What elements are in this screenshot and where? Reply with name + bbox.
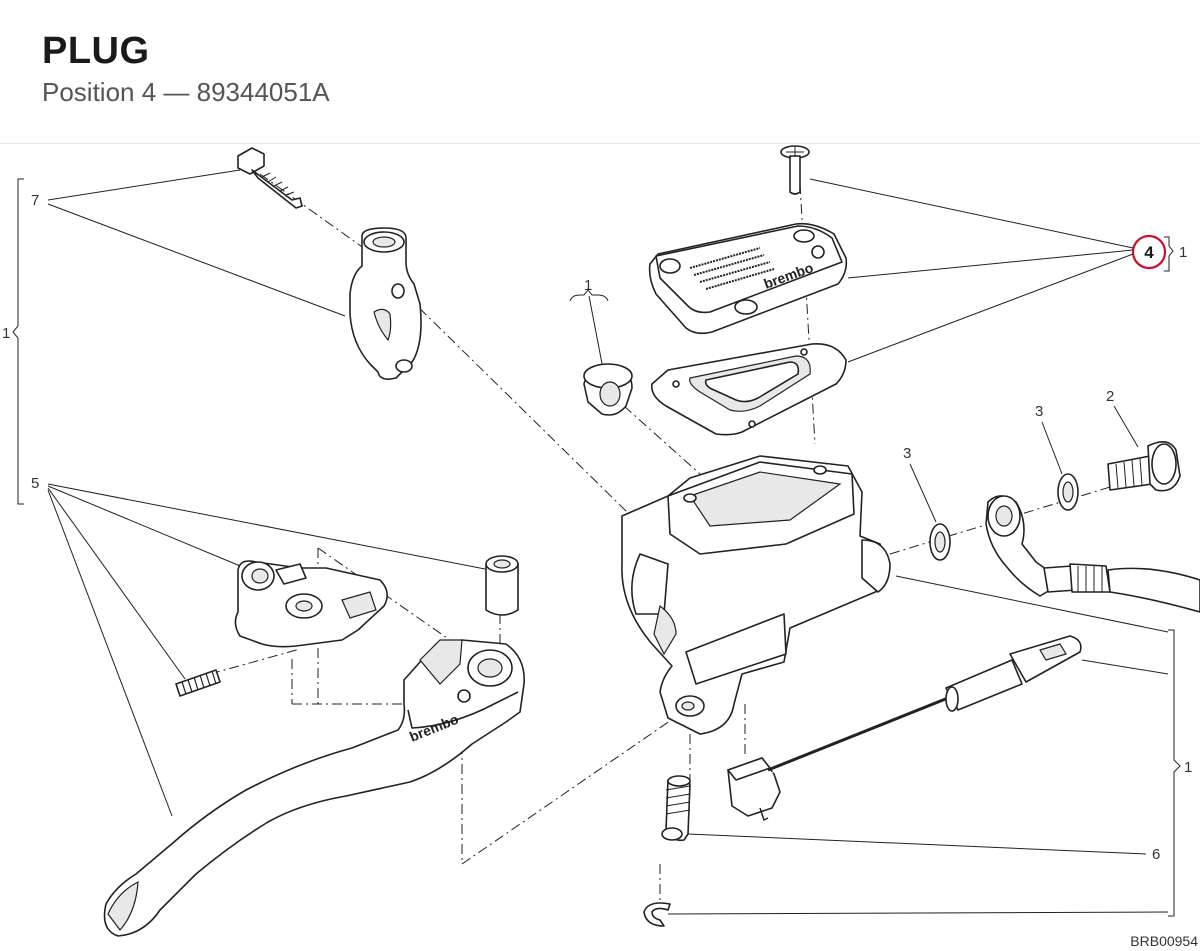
leader-switch	[1081, 659, 1169, 675]
adjuster-spring[interactable]	[175, 669, 221, 697]
master-cylinder-body[interactable]	[621, 455, 891, 735]
right-lower-bracket	[1168, 629, 1181, 917]
callout-1-left[interactable]: 1	[2, 325, 10, 342]
reservoir-cap[interactable]: brembo	[648, 222, 848, 335]
banjo-bolt-2[interactable]	[1107, 441, 1181, 492]
leader-5-b	[47, 485, 246, 569]
exploded-parts-diagram: 1 1 1 4 7 5 1 3 3 2 6	[0, 144, 1200, 951]
leader-4-to-gasket	[847, 253, 1134, 363]
page-header: PLUG Position 4 — 89344051A	[0, 0, 1200, 144]
highlight-ring-position-4[interactable]	[1131, 234, 1167, 270]
leader-circlip	[667, 911, 1169, 915]
axis-spring	[209, 648, 301, 675]
leader-1-plug	[588, 295, 605, 375]
handlebar-clamp[interactable]	[349, 227, 422, 380]
leader-7-b	[47, 203, 346, 317]
page-title: PLUG	[42, 30, 150, 72]
callout-5[interactable]: 5	[31, 475, 39, 492]
reservoir-gasket[interactable]	[650, 343, 847, 436]
callout-3-right[interactable]: 3	[1035, 403, 1043, 420]
leader-7-a	[47, 169, 241, 201]
lever-adjuster-block[interactable]	[234, 560, 388, 648]
leader-4-to-screw	[809, 178, 1134, 249]
banjo-fitting[interactable]	[985, 495, 1200, 613]
sealing-washer-left[interactable]	[929, 523, 951, 561]
left-bracket	[12, 178, 24, 505]
callout-1-reservoir-plug[interactable]: 1	[584, 277, 592, 294]
callout-1-right-lower[interactable]: 1	[1184, 759, 1192, 776]
callout-2[interactable]: 2	[1106, 388, 1114, 405]
callout-3-left[interactable]: 3	[903, 445, 911, 462]
axis-pivot-d	[461, 713, 681, 865]
brake-lever[interactable]: brembo	[103, 639, 525, 937]
brace-plug	[569, 289, 609, 302]
cap-screw[interactable]	[780, 145, 810, 195]
leader-pump-body	[895, 575, 1169, 633]
callout-4-highlighted[interactable]: 4	[1144, 243, 1154, 262]
page-subtitle: Position 4 — 89344051A	[42, 77, 330, 107]
leader-5-d	[47, 489, 173, 817]
top-right-bracket	[1164, 236, 1174, 272]
pivot-pin-6[interactable]	[661, 775, 691, 842]
leader-2	[1113, 405, 1139, 448]
reservoir-plug[interactable]	[583, 363, 633, 416]
leader-5-c	[47, 487, 186, 680]
header-divider	[0, 143, 1200, 144]
callout-7[interactable]: 7	[31, 192, 39, 209]
callout-6[interactable]: 6	[1152, 846, 1160, 863]
sheet-code: BRB00954	[1130, 933, 1198, 949]
circlip[interactable]	[643, 902, 671, 927]
pivot-bushing[interactable]	[485, 555, 519, 616]
axis-pivot-b	[317, 547, 471, 655]
leader-6	[687, 833, 1147, 855]
diagram-canvas: 1 1 1 4 7 5 1 3 3 2 6	[2, 145, 1200, 937]
leader-5-a	[47, 483, 486, 570]
leader-3-left	[909, 463, 937, 523]
axis-plug	[623, 405, 701, 475]
brake-light-switch[interactable]	[727, 635, 1082, 821]
callout-1-top-right[interactable]: 1	[1179, 244, 1187, 261]
axis-bolt-7	[259, 173, 373, 255]
sealing-washer-right[interactable]	[1057, 473, 1079, 511]
leader-3-right	[1041, 421, 1063, 475]
bolt-7[interactable]	[237, 147, 303, 209]
leader-4-to-cap	[847, 249, 1134, 279]
